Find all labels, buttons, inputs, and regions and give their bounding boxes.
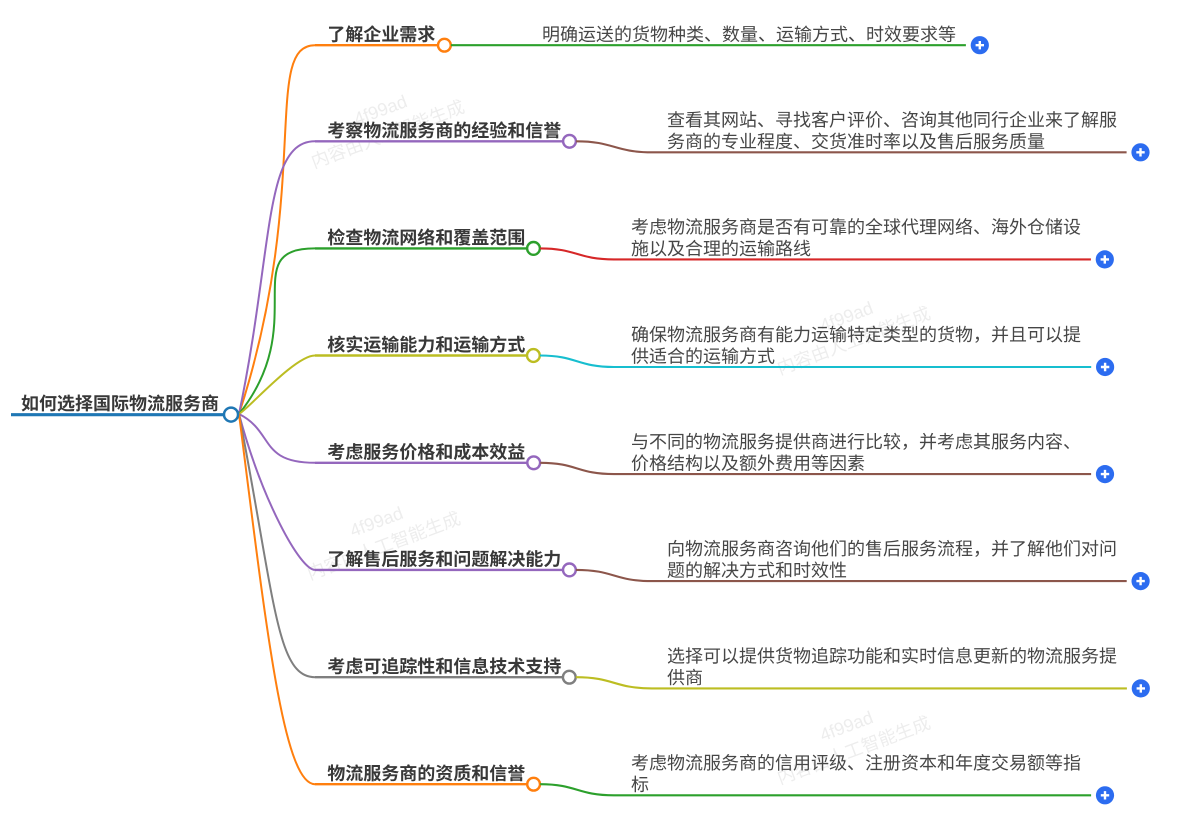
svg-text:4f99ad: 4f99ad — [347, 503, 406, 541]
svg-text:4f99ad: 4f99ad — [817, 707, 876, 745]
